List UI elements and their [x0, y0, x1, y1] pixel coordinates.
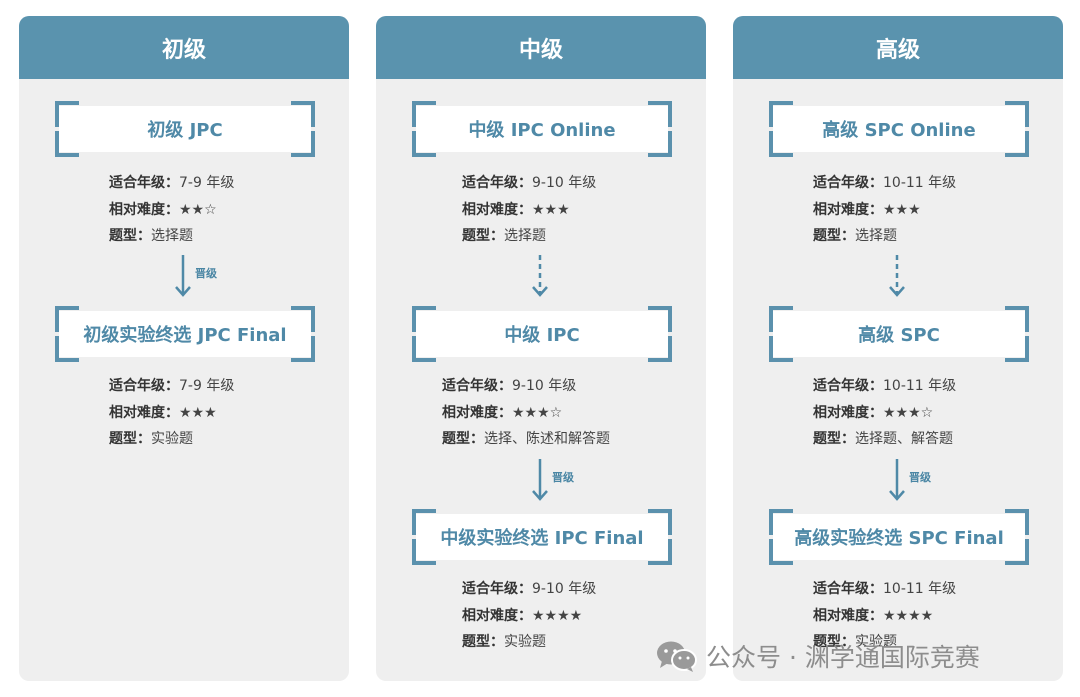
grade-label: 适合年级：: [462, 175, 532, 191]
type-label: 题型：: [109, 431, 151, 447]
stage-info: 适合年级：9-10 年级 相对难度：★★★★ 题型：实验题: [462, 576, 596, 656]
type-value: 选择题: [151, 228, 193, 244]
type-label: 题型：: [813, 431, 855, 447]
difficulty-label: 相对难度：: [442, 404, 512, 421]
difficulty-value: ★★★☆: [883, 404, 934, 421]
arrow-down-icon: [532, 459, 548, 501]
difficulty-value: ★★☆: [179, 201, 217, 218]
type-value: 选择、陈述和解答题: [484, 431, 610, 447]
type-value: 选择题: [855, 228, 897, 244]
stage-title: 中级 IPC Online: [416, 106, 668, 152]
difficulty-label: 相对难度：: [462, 201, 532, 218]
grade-label: 适合年级：: [813, 175, 883, 191]
difficulty-value: ★★★★: [883, 607, 934, 624]
stage-info: 适合年级：7-9 年级 相对难度：★★★ 题型：实验题: [109, 373, 234, 453]
grade-label: 适合年级：: [813, 581, 883, 597]
grade-value: 9-10 年级: [532, 581, 597, 597]
arrow-down-dashed-icon: [532, 255, 548, 297]
difficulty-value: ★★★: [532, 201, 570, 218]
column-intermediate: 中级 中级 IPC Online 适合年级：9-10 年级 相对难度：★★★ 题…: [376, 16, 706, 681]
stage-card: 高级 SPC: [769, 306, 1029, 362]
stage-title: 高级 SPC Online: [773, 106, 1025, 152]
grade-value: 10-11 年级: [883, 581, 957, 597]
stage-card: 初级实验终选 JPC Final: [55, 306, 315, 362]
grade-label: 适合年级：: [109, 378, 179, 394]
type-label: 题型：: [813, 634, 855, 650]
grade-value: 10-11 年级: [883, 175, 957, 191]
type-value: 实验题: [504, 634, 546, 650]
stage-title: 中级 IPC: [416, 311, 668, 357]
wechat-icon: [657, 641, 697, 672]
stage-info: 适合年级：9-10 年级 相对难度：★★★ 题型：选择题: [462, 170, 596, 250]
grade-value: 10-11 年级: [883, 378, 957, 394]
type-label: 题型：: [813, 228, 855, 244]
type-value: 选择题、解答题: [855, 431, 953, 447]
promote-label: 晋级: [195, 267, 217, 280]
stage-card: 中级 IPC Online: [412, 101, 672, 157]
grade-label: 适合年级：: [462, 581, 532, 597]
type-label: 题型：: [462, 228, 504, 244]
stage-info: 适合年级：7-9 年级 相对难度：★★☆ 题型：选择题: [109, 170, 234, 250]
difficulty-value: ★★★☆: [512, 404, 563, 421]
difficulty-label: 相对难度：: [813, 201, 883, 218]
column-senior: 高级 高级 SPC Online 适合年级：10-11 年级 相对难度：★★★ …: [733, 16, 1063, 681]
stage-title: 高级 SPC: [773, 311, 1025, 357]
difficulty-label: 相对难度：: [813, 404, 883, 421]
stage-info: 适合年级：9-10 年级 相对难度：★★★☆ 题型：选择、陈述和解答题: [442, 373, 610, 453]
grade-value: 9-10 年级: [532, 175, 597, 191]
arrow-down-dashed-icon: [889, 255, 905, 297]
stage-card: 高级 SPC Online: [769, 101, 1029, 157]
difficulty-label: 相对难度：: [109, 404, 179, 421]
arrow-down-icon: [889, 459, 905, 501]
stage-card: 中级 IPC: [412, 306, 672, 362]
stage-card: 高级实验终选 SPC Final: [769, 509, 1029, 565]
stage-card: 初级 JPC: [55, 101, 315, 157]
type-label: 题型：: [109, 228, 151, 244]
grade-value: 7-9 年级: [179, 175, 235, 191]
column-junior: 初级 初级 JPC 适合年级：7-9 年级 相对难度：★★☆ 题型：选择题 晋级…: [19, 16, 349, 681]
difficulty-label: 相对难度：: [109, 201, 179, 218]
type-value: 选择题: [504, 228, 546, 244]
watermark: 公众号 · 渊学通国际竞赛: [656, 638, 980, 674]
grade-value: 9-10 年级: [512, 378, 577, 394]
promote-label: 晋级: [552, 471, 574, 484]
column-title: 高级: [733, 16, 1063, 79]
promote-label: 晋级: [909, 471, 931, 484]
stage-title: 高级实验终选 SPC Final: [773, 514, 1025, 560]
stage-title: 初级 JPC: [59, 106, 311, 152]
type-label: 题型：: [462, 634, 504, 650]
difficulty-value: ★★★★: [532, 607, 583, 624]
stage-info: 适合年级：10-11 年级 相对难度：★★★★ 题型：实验题: [813, 576, 956, 656]
difficulty-label: 相对难度：: [813, 607, 883, 624]
grade-label: 适合年级：: [109, 175, 179, 191]
difficulty-value: ★★★: [883, 201, 921, 218]
difficulty-value: ★★★: [179, 404, 217, 421]
difficulty-label: 相对难度：: [462, 607, 532, 624]
stage-info: 适合年级：10-11 年级 相对难度：★★★☆ 题型：选择题、解答题: [813, 373, 956, 453]
type-value: 实验题: [151, 431, 193, 447]
stage-info: 适合年级：10-11 年级 相对难度：★★★ 题型：选择题: [813, 170, 956, 250]
arrow-down-icon: [175, 255, 191, 297]
type-label: 题型：: [442, 431, 484, 447]
grade-value: 7-9 年级: [179, 378, 235, 394]
type-value: 实验题: [855, 634, 897, 650]
stage-title: 中级实验终选 IPC Final: [416, 514, 668, 560]
stage-card: 中级实验终选 IPC Final: [412, 509, 672, 565]
grade-label: 适合年级：: [442, 378, 512, 394]
watermark-text: 公众号 · 渊学通国际竞赛: [706, 643, 980, 672]
column-title: 中级: [376, 16, 706, 79]
column-title: 初级: [19, 16, 349, 79]
grade-label: 适合年级：: [813, 378, 883, 394]
stage-title: 初级实验终选 JPC Final: [59, 311, 311, 357]
